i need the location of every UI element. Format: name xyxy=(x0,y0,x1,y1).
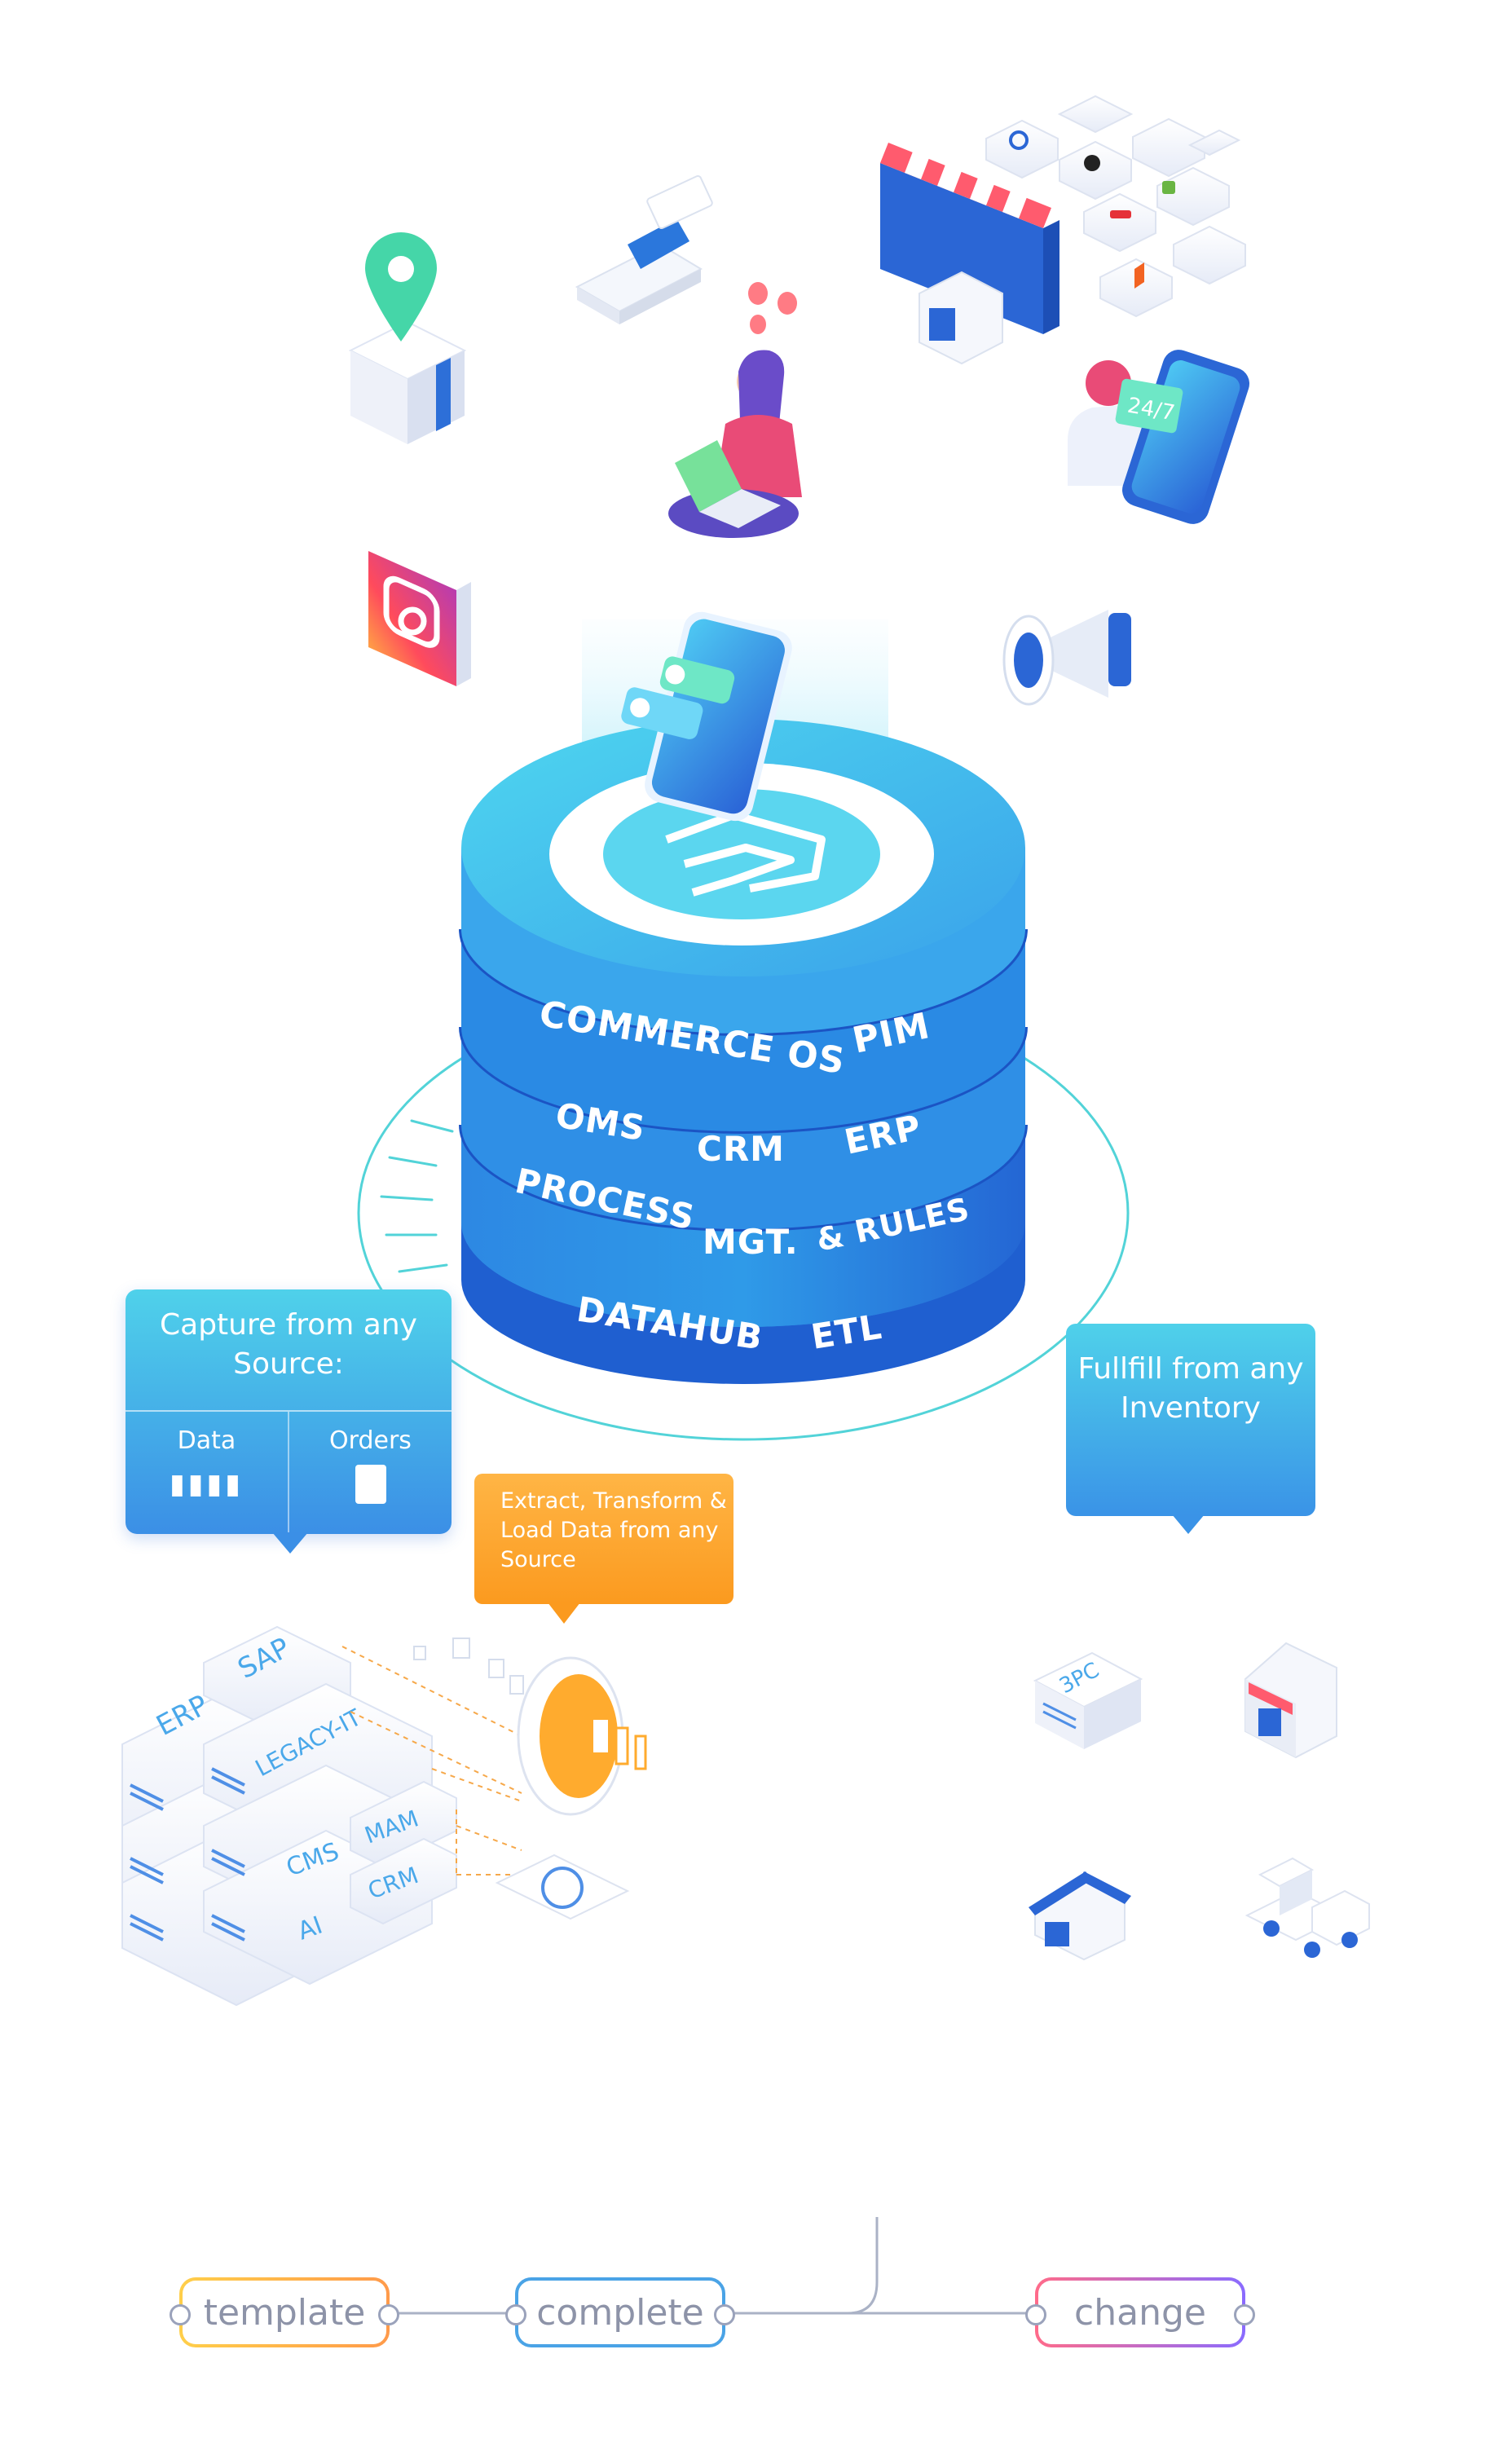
fulfill-callout-tail xyxy=(1172,1514,1205,1534)
ring-ticks xyxy=(380,1119,454,1273)
hub-label: CRM xyxy=(697,1129,785,1169)
person-laptop-icon xyxy=(668,350,802,538)
source-stack xyxy=(121,1625,457,2007)
heart-icons xyxy=(748,282,797,334)
shop-icon xyxy=(1244,1642,1337,1759)
megaphone-icon xyxy=(1002,610,1131,706)
connector-dot[interactable] xyxy=(714,2304,735,2325)
connector-dot[interactable] xyxy=(1234,2304,1255,2325)
marketplace-blocks xyxy=(985,95,1246,318)
marketplace-logos xyxy=(1009,130,1175,289)
phone-chat-icon xyxy=(621,611,792,822)
connector-dot[interactable] xyxy=(505,2304,526,2325)
flow-step-complete[interactable]: complete xyxy=(505,2277,735,2347)
source-connectors xyxy=(341,1646,546,1876)
fulfill-title: Fullfill from any Inventory xyxy=(1077,1352,1304,1425)
capture-col-orders-label: Orders xyxy=(329,1426,412,1455)
marketplace-icon xyxy=(880,143,1059,365)
fulfill-callout: Fullfill from any Inventory xyxy=(1066,1324,1315,1534)
truck-icon xyxy=(1244,1857,1370,1958)
connector-dot[interactable] xyxy=(170,2304,191,2325)
capture-col-data-label: Data xyxy=(177,1426,236,1455)
connector-dot[interactable] xyxy=(1025,2304,1046,2325)
capture-callout-tail xyxy=(272,1532,308,1554)
flow-step-template[interactable]: template xyxy=(170,2277,399,2347)
data-blocks-icon: ▮▮▮▮ xyxy=(170,1468,244,1501)
instagram-icon xyxy=(368,551,471,686)
capture-divider xyxy=(126,1410,452,1412)
card-terminal-icon xyxy=(575,174,713,324)
capture-callout: Capture from any Source: Data ▮▮▮▮ Order… xyxy=(126,1289,452,1554)
warehouse-3pc-icon: 3PC xyxy=(1033,1651,1143,1749)
flow-step-label: template xyxy=(203,2291,366,2334)
capture-title: Capture from any Source: xyxy=(160,1308,417,1381)
hub-logo-icon xyxy=(665,811,826,897)
capture-col-orders: Orders xyxy=(288,1412,452,1534)
connector-dot[interactable] xyxy=(378,2304,399,2325)
hub-label: MGT. xyxy=(703,1222,799,1262)
etl-callout-tail xyxy=(548,1602,580,1624)
flow-step-label: complete xyxy=(536,2291,704,2334)
flow-connectors xyxy=(391,2217,1035,2315)
house-icon xyxy=(1029,1871,1131,1961)
flow-step-change[interactable]: change xyxy=(1025,2277,1255,2347)
hub-cylinder xyxy=(459,719,1028,1384)
shopping-bag-icon xyxy=(355,1465,386,1504)
etl-callout: Extract, Transform & Load Data from any … xyxy=(474,1474,733,1624)
etl-lens-icon xyxy=(413,1638,647,1920)
support-247-icon: 24/7 xyxy=(1068,350,1250,524)
location-pin-icon xyxy=(348,232,467,444)
etl-text: Extract, Transform & Load Data from any … xyxy=(500,1488,727,1572)
flow-step-label: change xyxy=(1074,2291,1206,2334)
capture-col-data: Data ▮▮▮▮ xyxy=(126,1412,288,1534)
